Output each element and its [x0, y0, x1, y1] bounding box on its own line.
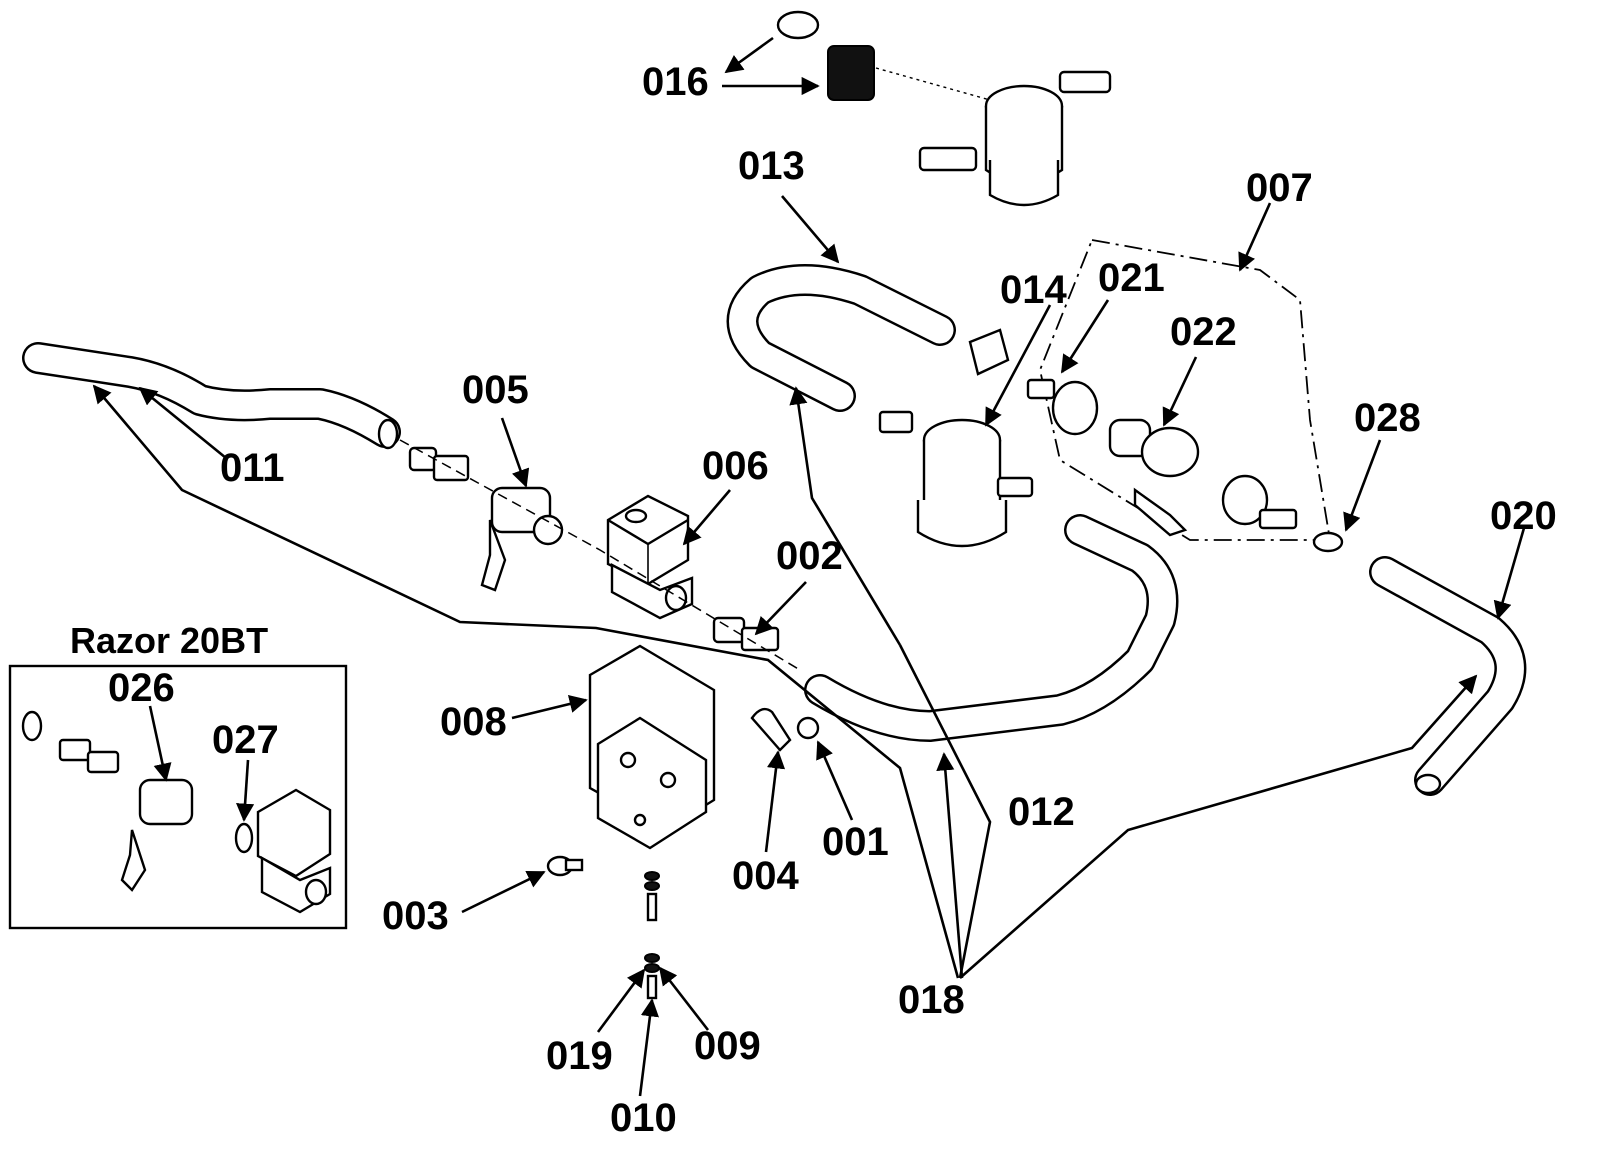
callout-019: 019: [546, 1034, 613, 1078]
callout-003: 003: [382, 894, 449, 938]
callout-009: 009: [694, 1024, 761, 1068]
valve-005: [480, 486, 564, 592]
callout-026: 026: [108, 666, 175, 710]
bracket-008: [588, 644, 716, 850]
callout-013: 013: [738, 144, 805, 188]
callout-020: 020: [1490, 494, 1557, 538]
callout-028: 028: [1354, 396, 1421, 440]
hose-020: [1369, 556, 1527, 796]
callout-027: 027: [212, 718, 279, 762]
callout-005: 005: [462, 368, 529, 412]
callout-022: 022: [1170, 310, 1237, 354]
callout-012: 012: [1008, 790, 1075, 834]
inset-razor-20bt: [8, 664, 348, 930]
callout-004: 004: [732, 854, 799, 898]
screw-stack-009-010-019: [644, 871, 660, 1000]
leader-lines: [92, 36, 1526, 1097]
callout-021: 021: [1098, 256, 1165, 300]
callout-008: 008: [440, 700, 507, 744]
inset-title: Razor 20BT: [70, 620, 269, 661]
filter-top: [918, 70, 1112, 207]
clip-004: [750, 707, 792, 752]
callout-006: 006: [702, 444, 769, 488]
callout-002: 002: [776, 534, 843, 578]
strainer-016: [776, 10, 991, 101]
callout-016: 016: [642, 60, 709, 104]
hose-barb-fitting: [408, 446, 470, 482]
hose-012-013: [726, 264, 1179, 742]
hose-clamp-013: [968, 328, 1010, 376]
valve-assembly-007: [1026, 238, 1332, 541]
screw-003: [546, 855, 584, 877]
callout-001: 001: [822, 820, 889, 864]
callout-014: 014: [1000, 268, 1067, 312]
callout-010: 010: [610, 1096, 677, 1140]
filter-014: [878, 410, 1034, 548]
solenoid-valve-006: [606, 494, 694, 620]
hose-011: [22, 342, 401, 450]
clamp-028: [1312, 531, 1344, 553]
callout-011: 011: [220, 446, 285, 490]
callout-018: 018: [898, 978, 965, 1022]
callout-007: 007: [1246, 166, 1313, 210]
nut-001: [796, 716, 820, 740]
